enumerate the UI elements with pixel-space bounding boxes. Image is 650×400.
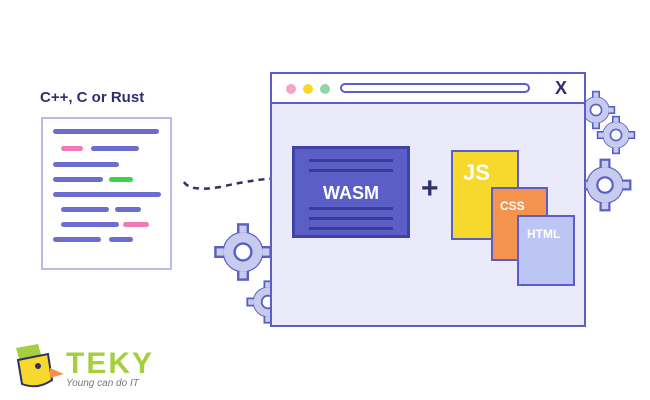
code-line [61, 207, 109, 212]
code-line [53, 237, 101, 242]
window-dot[interactable] [286, 84, 296, 94]
code-line [109, 177, 133, 182]
source-code-panel [41, 117, 172, 270]
code-line [53, 177, 103, 182]
html-document: HTML [517, 215, 575, 286]
gear-icon [596, 115, 636, 155]
close-icon[interactable]: X [555, 78, 568, 98]
source-language-label: C++, C or Rust [40, 89, 145, 106]
browser-titlebar: X [272, 74, 584, 104]
code-line [53, 192, 161, 197]
wasm-line [309, 169, 393, 172]
wasm-line [309, 207, 393, 210]
code-line [53, 129, 159, 134]
gear-icon [214, 223, 272, 281]
code-line [61, 146, 83, 151]
wasm-line [309, 159, 393, 162]
html-label: HTML [527, 227, 561, 241]
logo-tagline: Young can do IT [66, 378, 139, 389]
wasm-line [309, 217, 393, 220]
code-line [123, 222, 149, 227]
plus-symbol: + [421, 172, 439, 205]
window-dot[interactable] [320, 84, 330, 94]
wasm-line [309, 227, 393, 230]
window-dot[interactable] [303, 84, 313, 94]
code-line [115, 207, 141, 212]
code-line [91, 146, 139, 151]
code-line [61, 222, 119, 227]
wasm-label: WASM [323, 183, 379, 203]
code-line [53, 162, 119, 167]
gear-icon [578, 158, 632, 212]
js-label: JS [463, 160, 490, 185]
logo-name: TEKY [66, 347, 155, 380]
teky-logo-icon [16, 344, 64, 388]
address-bar[interactable] [340, 83, 530, 93]
css-label: CSS [500, 199, 525, 213]
wasm-module: WASM [292, 146, 410, 238]
code-line [109, 237, 133, 242]
